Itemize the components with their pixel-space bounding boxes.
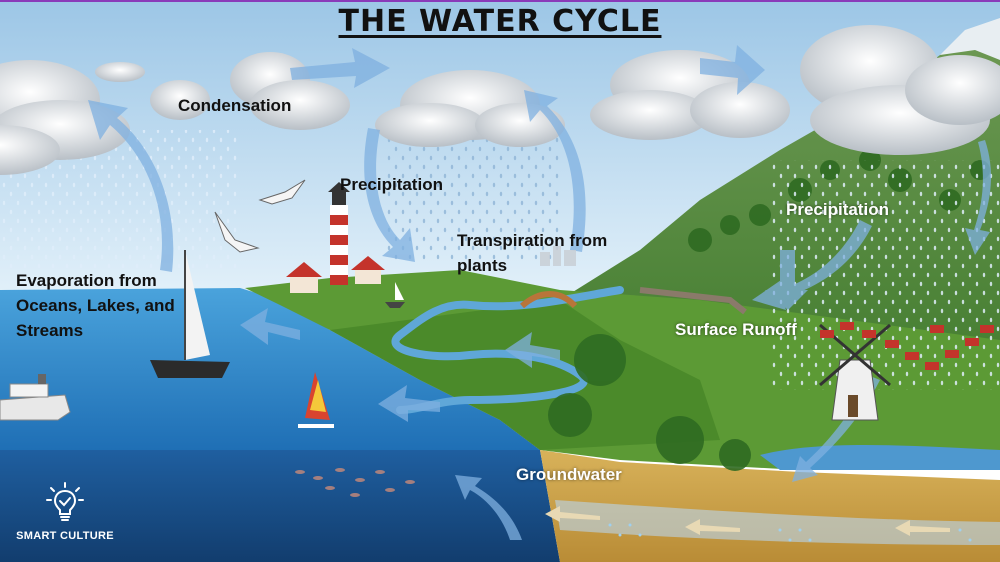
label-condensation: Condensation [178,96,292,115]
city-skyline [540,246,576,266]
label-precipitation-right: Precipitation [786,200,889,219]
bridge-left [520,291,578,309]
label-transpiration-line-1: Transpiration from [457,231,608,250]
windsurfer [298,372,334,428]
seagulls [214,179,306,253]
cloud [800,25,1000,155]
rain-right [770,160,1000,390]
cloud [95,62,145,82]
land-front [330,300,720,450]
cloud [375,70,565,147]
sailboat [150,250,230,378]
label-transpiration: Transpiration from plants [457,228,607,278]
arrow-land-runoff [505,332,560,368]
label-precipitation-center: Precipitation [340,175,443,194]
houses-shore [286,256,385,293]
label-surface-runoff: Surface Runoff [675,320,797,339]
infiltration-dots [608,523,972,542]
village [820,322,994,370]
arrow-precip-center [364,128,415,262]
snow-peak [940,18,1000,60]
label-transpiration-line-2: plants [457,256,508,275]
brand-logo: SMART CULTURE [10,482,120,542]
arrow-groundwater-up [455,475,522,540]
deep-ocean [0,450,560,562]
brand-name: SMART CULTURE [16,530,114,542]
arrow-wind-right [700,45,765,95]
river [391,286,624,414]
cloud [150,52,350,130]
label-evaporation-line-3: Streams [16,321,84,340]
arrow-transpiration [524,90,586,252]
fish-school [295,468,415,497]
bridge-right [639,287,747,315]
lighthouse [328,182,350,285]
label-groundwater: Groundwater [516,465,622,484]
groundwater-arrows [545,506,950,536]
arrow-condensation [290,48,390,88]
page-title-text: THE WATER CYCLE [338,4,662,39]
arrow-evaporation-left [88,100,174,272]
cloud [0,60,130,175]
arrow-right-edge [965,140,992,255]
rain-center [385,130,560,260]
arrow-river-lower [378,385,440,422]
lake-right [760,445,1000,470]
page-title: THE WATER CYCLE [0,4,1000,39]
arrow-precip-right [752,220,872,310]
small-sailboat [385,282,405,308]
label-evaporation: Evaporation from Oceans, Lakes, and Stre… [16,268,175,343]
aquifer [555,500,1000,545]
label-evaporation-line-1: Evaporation from [16,271,157,290]
arrow-river-ocean [240,308,300,345]
lightbulb-check-icon [46,482,84,521]
ship [0,374,71,421]
arrow-runoff-down [765,250,808,310]
label-evaporation-line-2: Oceans, Lakes, and [16,296,175,315]
